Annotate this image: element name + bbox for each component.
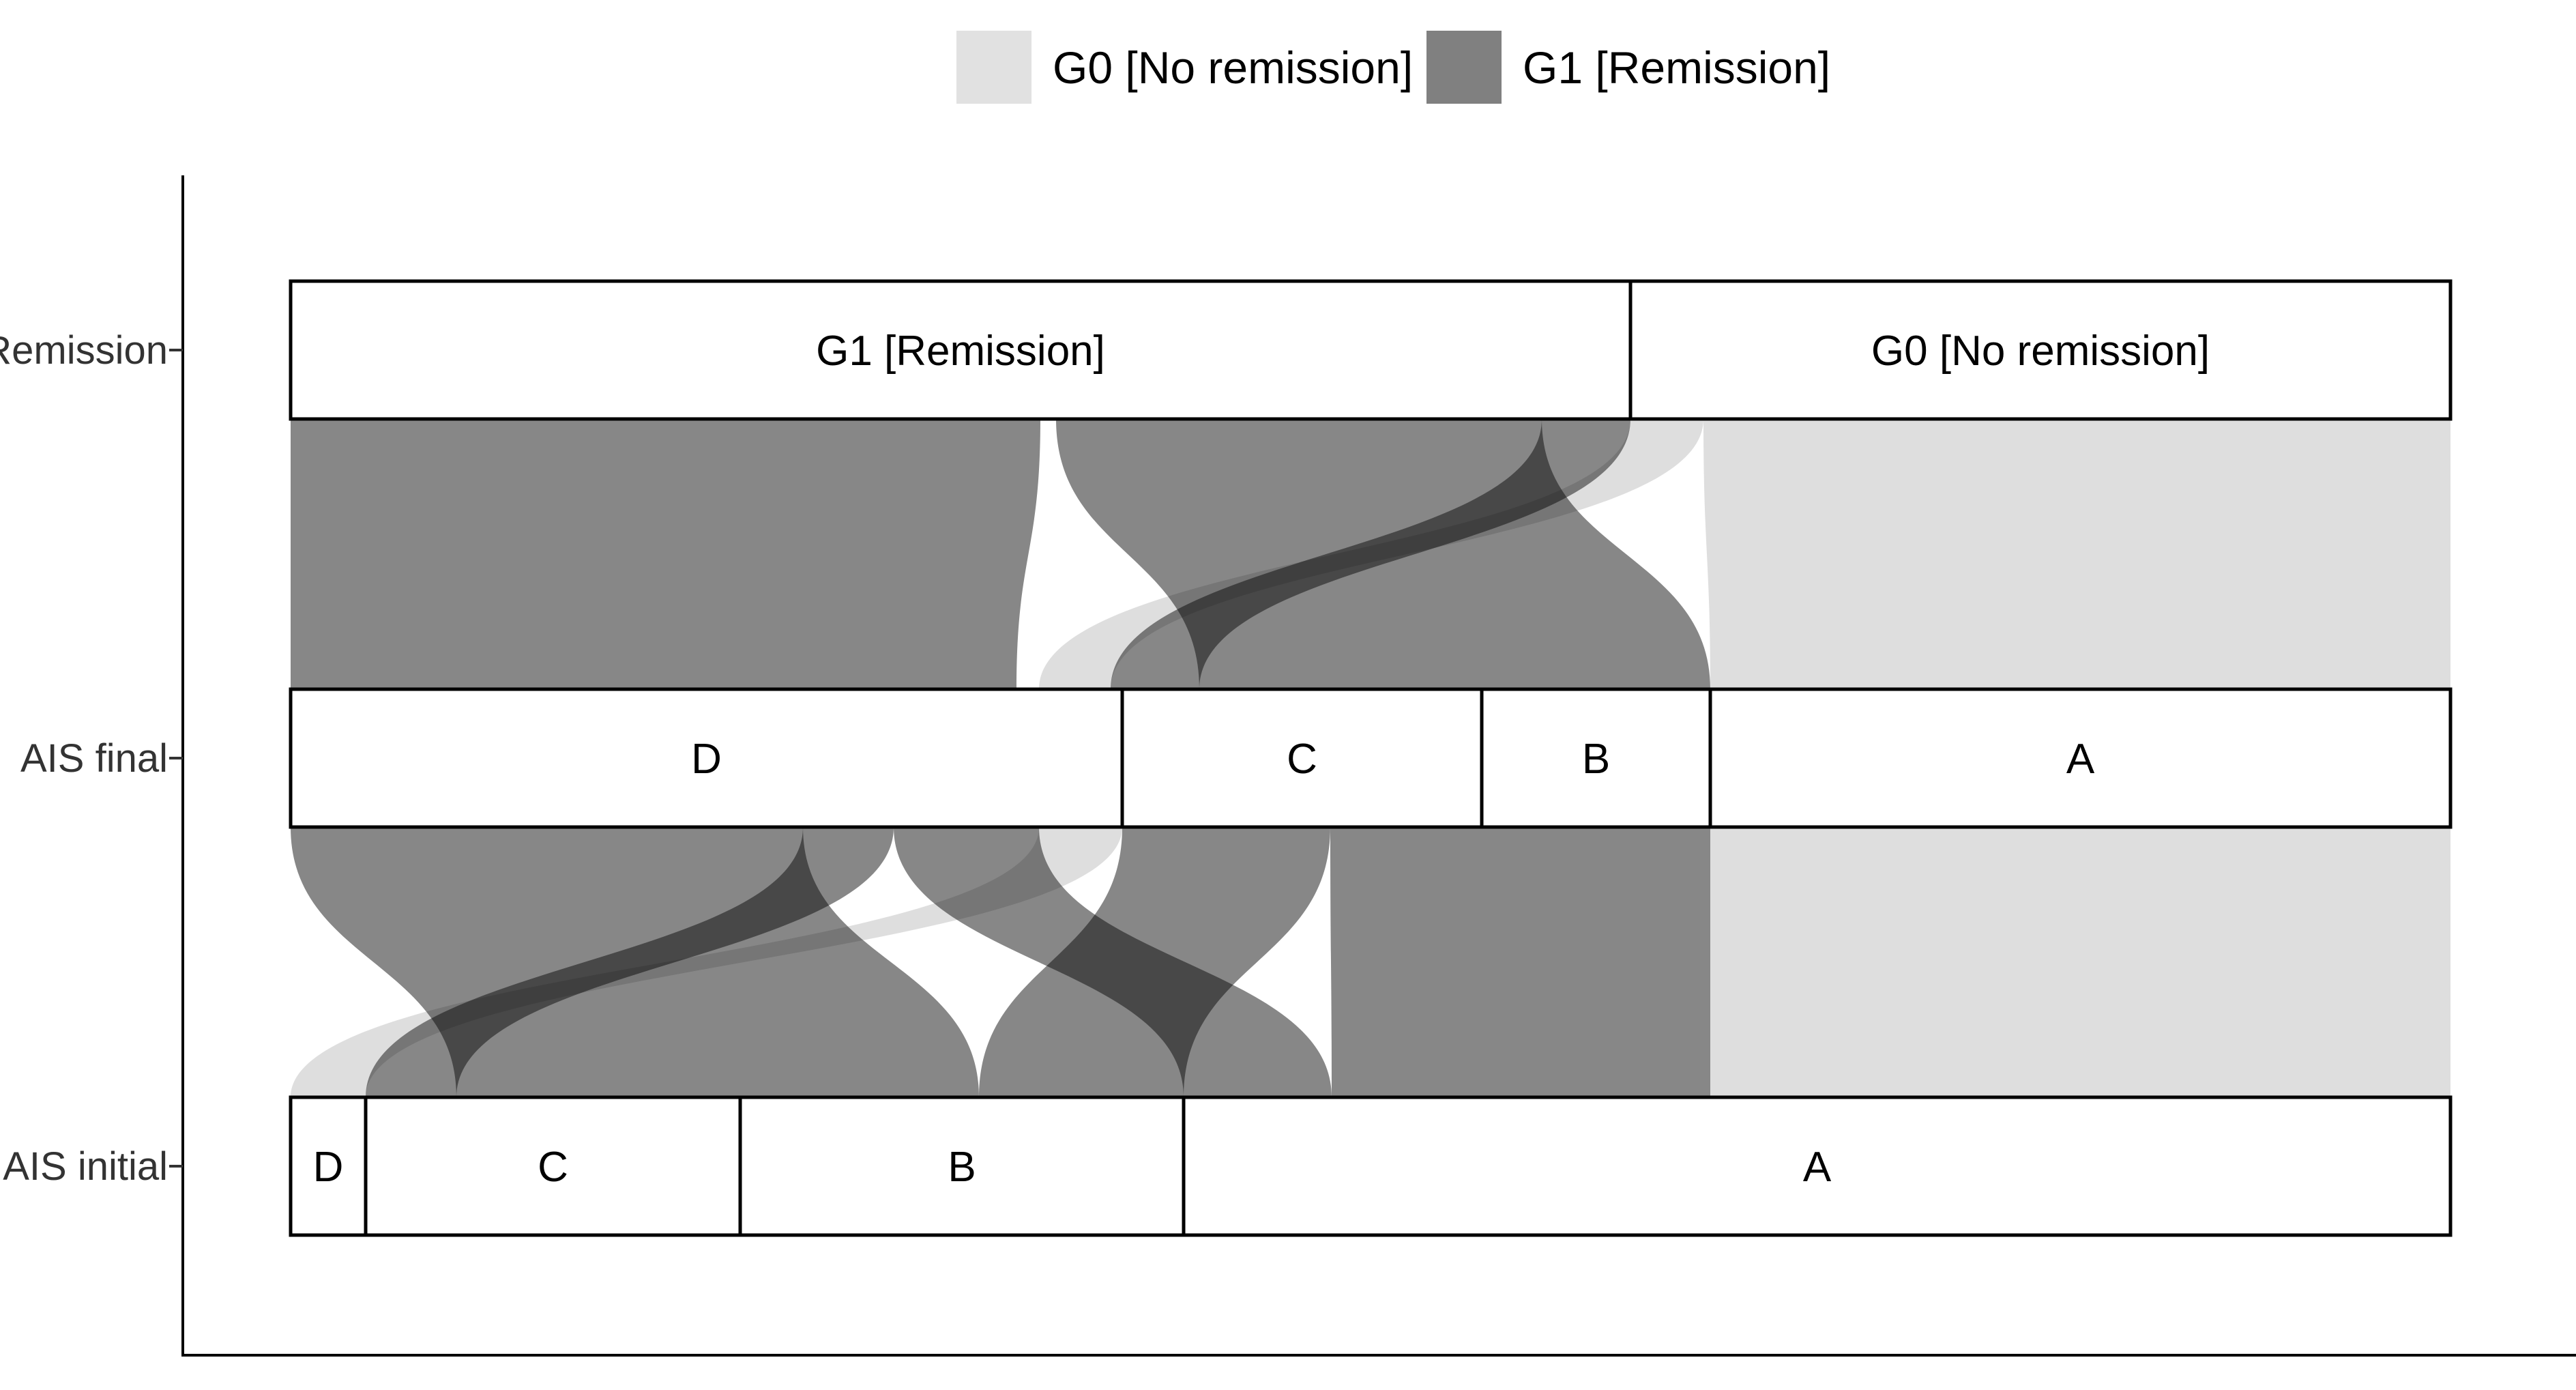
flow-g0-no-remission-to-a	[1703, 419, 2450, 689]
flow-c-b-to-a	[1330, 827, 1710, 1097]
stratum-ais-initial-d	[289, 1095, 368, 1237]
legend-swatch-g1-icon	[1426, 31, 1502, 104]
flow-g1-remission-to-d-c-crossing	[1111, 419, 1630, 689]
flow-d-to-c-crossing	[366, 827, 894, 1097]
axis-label-ais-final: AIS final	[20, 736, 168, 781]
stratum-label: A	[2066, 736, 2095, 783]
legend-item-g1: G1 [Remission]	[1426, 31, 1830, 104]
stratum-label: D	[691, 736, 722, 783]
flow-ribbons	[291, 419, 2450, 1097]
stratum-label: B	[1582, 736, 1610, 783]
stratum-label: A	[1803, 1144, 1832, 1191]
stratum-label: G0 [No remission]	[1871, 328, 2210, 375]
legend-swatch-g0-icon	[956, 31, 1031, 104]
legend-label-g1: G1 [Remission]	[1523, 42, 1831, 93]
stratum-label: B	[948, 1144, 976, 1191]
stratum-ais-final-c	[1120, 687, 1484, 829]
legend: G0 [No remission] G1 [Remission]	[0, 0, 2576, 109]
stratum-ais-final-d	[289, 687, 1124, 829]
stratum-ais-initial-c	[364, 1095, 742, 1237]
axis-lines	[169, 175, 2576, 1357]
stratum-label: C	[538, 1144, 568, 1191]
stratum-label: G1 [Remission]	[816, 328, 1105, 375]
stratum-label: D	[313, 1144, 344, 1191]
stratum-ais-initial-a	[1182, 1095, 2453, 1237]
flow-a-to-a	[1710, 827, 2450, 1097]
axis-label-ais-initial: AIS initial	[3, 1144, 168, 1189]
stratum-ais-final-a	[1708, 687, 2453, 829]
stratum-remission-g0-no-remission-	[1628, 279, 2453, 421]
flow-g1-remission-to-d	[291, 419, 1040, 689]
strata: G1 [Remission] G0 [No remission] D C B A D C B A	[289, 279, 2453, 1237]
legend-item-g0: G0 [No remission]	[956, 31, 1413, 104]
legend-label-g0: G0 [No remission]	[1053, 42, 1414, 93]
stratum-label: C	[1287, 736, 1317, 783]
axis-label-remission: Remission	[0, 328, 168, 373]
flow-c-to-b-crossing	[979, 827, 1330, 1097]
